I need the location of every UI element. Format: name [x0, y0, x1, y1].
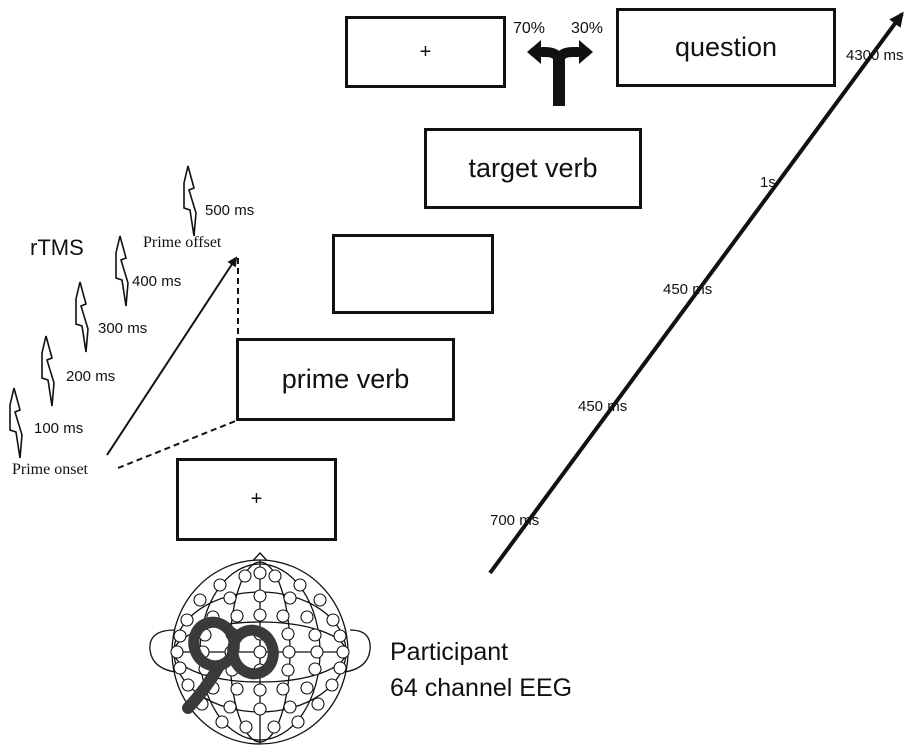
duration-label: 450 ms: [578, 398, 628, 415]
prime-verb-box: prime verb: [236, 338, 455, 421]
participant-label: Participant: [390, 638, 509, 666]
eeg-cap-icon: [149, 552, 371, 745]
lightning-bolt-icon: [75, 281, 89, 353]
fixation-cross: +: [419, 40, 432, 63]
prime-verb-label: prime verb: [281, 364, 410, 394]
pulse-time-label: 400 ms: [132, 273, 182, 290]
question-box: question: [616, 8, 836, 87]
target-verb-box: target verb: [424, 128, 642, 209]
fixation-cross: +: [250, 488, 263, 510]
prime-offset-label: Prime offset: [143, 234, 222, 251]
blank-box: [332, 234, 494, 314]
tms-coil-icon: [182, 616, 279, 714]
lightning-bolt-icon: [115, 235, 129, 307]
fixation-box-1: +: [176, 458, 337, 541]
branch-arrow-icon: [527, 40, 593, 106]
branch-left-percent: 70%: [513, 20, 546, 37]
pulse-time-label: 100 ms: [34, 420, 84, 437]
duration-label: 700 ms: [490, 512, 540, 529]
lightning-bolt-icon: [41, 335, 55, 407]
duration-label: 4300 ms: [846, 47, 904, 64]
timeline-arrow: [488, 11, 904, 575]
rtms-title: rTMS: [30, 235, 84, 260]
onset-connector: [117, 419, 239, 469]
target-verb-label: target verb: [468, 153, 598, 183]
fixation-box-2: +: [345, 16, 506, 88]
lightning-bolt-icon: [9, 387, 23, 459]
pulse-time-label: 300 ms: [98, 320, 148, 337]
duration-label: 450 ms: [663, 281, 713, 298]
pulse-time-label: 500 ms: [205, 202, 255, 219]
duration-label: 1s: [760, 174, 776, 191]
prime-onset-label: Prime onset: [12, 461, 88, 478]
pulse-time-label: 200 ms: [66, 368, 116, 385]
question-label: question: [674, 32, 778, 62]
prime-duration-arrow: [106, 256, 238, 456]
branch-right-percent: 30%: [571, 20, 604, 37]
eeg-channel-label: 64 channel EEG: [390, 674, 573, 702]
lightning-bolt-icon: [183, 165, 197, 237]
